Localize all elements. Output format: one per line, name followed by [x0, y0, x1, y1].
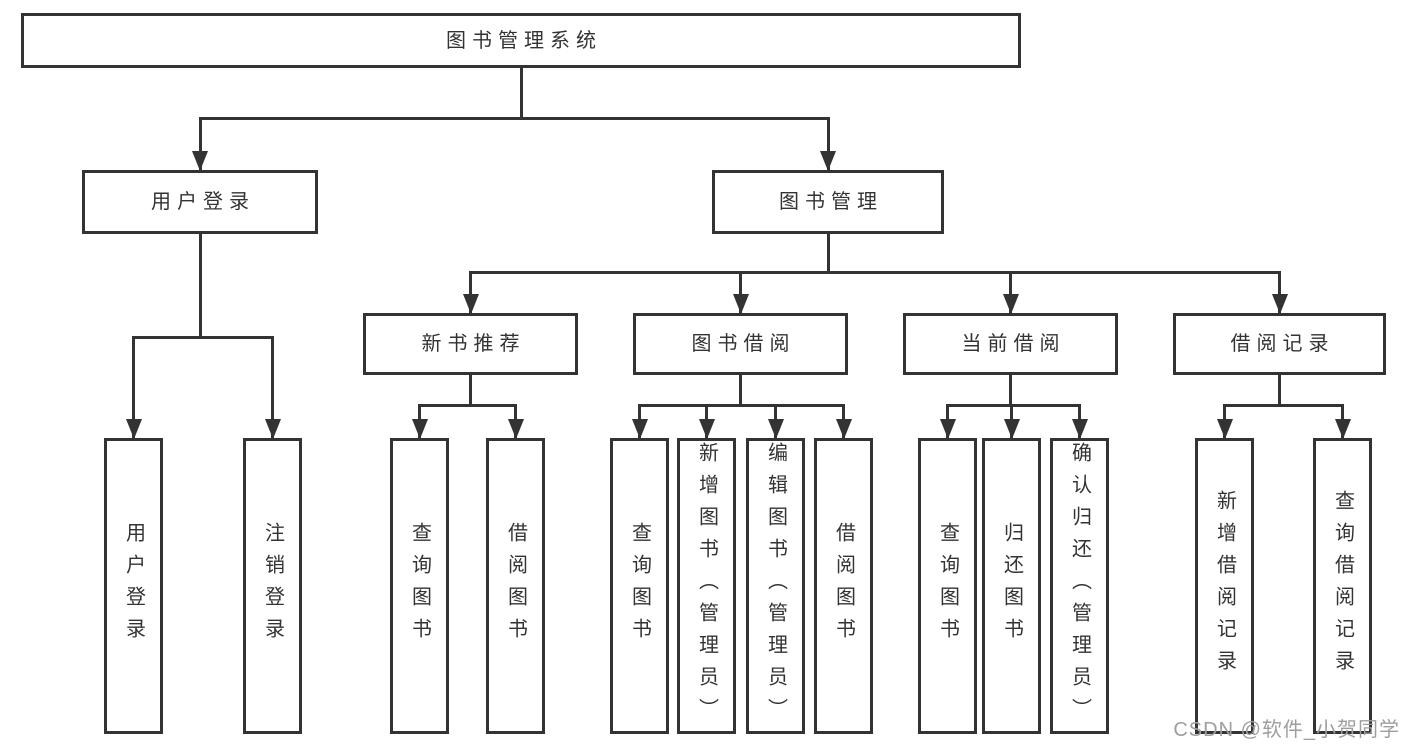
node-borrowing-add-books: 新增图书（管理员） — [677, 438, 736, 734]
connector-line — [739, 375, 742, 405]
connector-line — [1009, 272, 1012, 313]
connector-line — [271, 337, 274, 438]
connector-line — [198, 234, 202, 337]
connector-line — [418, 403, 517, 407]
arrow-down-icon — [264, 419, 281, 439]
arrow-down-icon — [820, 151, 836, 171]
connector-line — [1278, 375, 1281, 405]
connector-line — [1223, 403, 1344, 407]
arrow-down-icon — [835, 419, 852, 439]
node-recommend-query-books: 查询图书 — [390, 438, 449, 734]
node-root: 图书管理系统 — [21, 13, 1021, 68]
connector-line — [739, 272, 742, 313]
node-borrowing-records: 借阅记录 — [1173, 313, 1386, 375]
node-current-return-books: 归还图书 — [982, 438, 1041, 734]
connector-line — [469, 270, 1281, 274]
arrow-down-icon — [125, 419, 142, 439]
arrow-down-icon — [462, 294, 479, 314]
arrow-down-icon — [732, 294, 749, 314]
connector-line — [519, 68, 523, 118]
node-borrowing-borrow-books: 借阅图书 — [814, 438, 873, 734]
arrow-down-icon — [1002, 294, 1019, 314]
connector-line — [826, 234, 830, 272]
node-logout-action: 注销登录 — [243, 438, 302, 734]
arrow-down-icon — [1334, 419, 1351, 439]
node-borrowing-query-books: 查询图书 — [610, 438, 669, 734]
node-recommend-borrow-books: 借阅图书 — [486, 438, 545, 734]
node-borrowing-edit-books: 编辑图书（管理员） — [746, 438, 805, 734]
arrow-down-icon — [1071, 419, 1088, 439]
arrow-down-icon — [1216, 419, 1233, 439]
node-records-add-record: 新增借阅记录 — [1195, 438, 1254, 734]
connector-line — [638, 403, 845, 407]
node-user-login-action: 用户登录 — [104, 438, 163, 734]
connector-line — [1009, 375, 1012, 405]
connector-line — [132, 337, 135, 438]
node-book-borrowing: 图书借阅 — [633, 313, 848, 375]
arrow-down-icon — [411, 419, 428, 439]
arrow-down-icon — [767, 419, 784, 439]
node-current-borrowing: 当前借阅 — [903, 313, 1118, 375]
connector-line — [469, 272, 472, 313]
node-user-login: 用户登录 — [82, 170, 318, 234]
connector-line — [198, 118, 202, 170]
node-current-confirm-return: 确认归还（管理员） — [1050, 438, 1109, 734]
connector-line — [469, 375, 472, 405]
node-records-query-record: 查询借阅记录 — [1313, 438, 1372, 734]
arrow-down-icon — [1271, 294, 1288, 314]
arrow-down-icon — [507, 419, 524, 439]
node-book-management: 图书管理 — [712, 170, 944, 234]
arrow-down-icon — [698, 419, 715, 439]
connector-line — [1278, 272, 1281, 313]
node-new-book-recommend: 新书推荐 — [363, 313, 578, 375]
arrow-down-icon — [1003, 419, 1020, 439]
arrow-down-icon — [192, 151, 208, 171]
connector-line — [826, 118, 830, 170]
connector-line — [946, 403, 1081, 407]
arrow-down-icon — [939, 419, 956, 439]
node-current-query-books: 查询图书 — [918, 438, 977, 734]
connector-line — [132, 335, 274, 339]
connector-line — [198, 116, 830, 120]
arrow-down-icon — [631, 419, 648, 439]
